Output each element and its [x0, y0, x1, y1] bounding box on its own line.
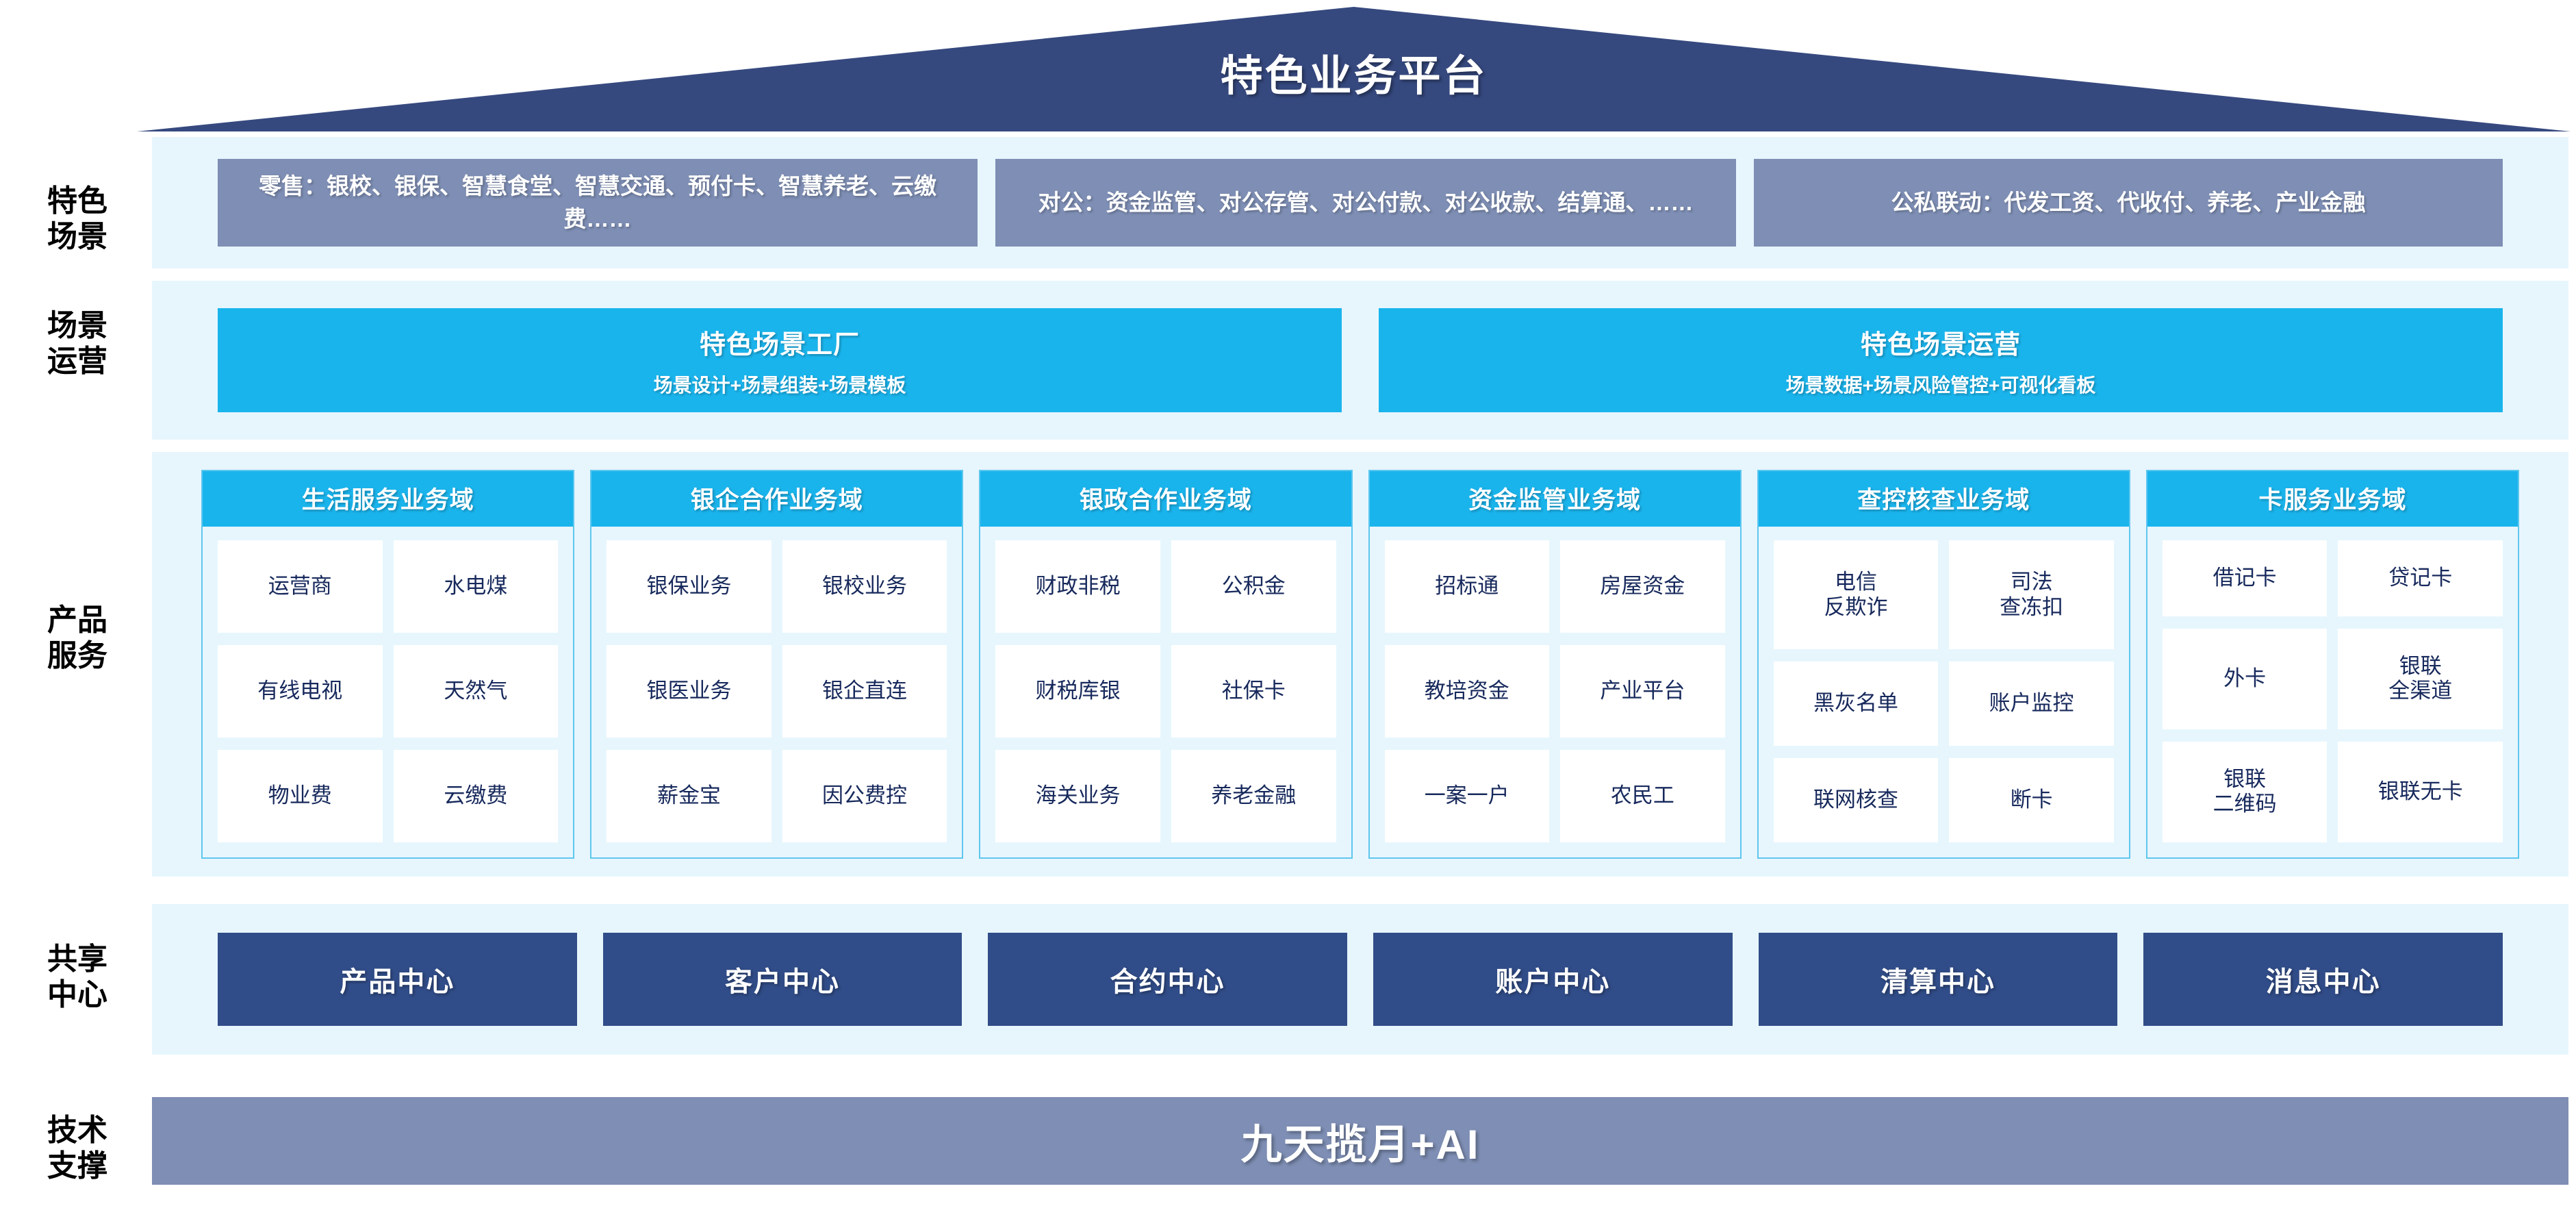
scenario-box-retail[interactable]: 零售：银校、银保、智慧食堂、智慧交通、预付卡、智慧养老、云缴费…… — [218, 159, 978, 247]
tile[interactable]: 云缴费 — [393, 750, 559, 842]
operation-subtitle: 场景数据+场景风险管控+可视化看板 — [1785, 374, 2096, 396]
shared-center-contract[interactable]: 合约中心 — [988, 933, 1348, 1026]
tile[interactable]: 一案一户 — [1384, 750, 1550, 842]
domain-tile-grid: 招标通 房屋资金 教培资金 产业平台 一案一户 农民工 — [1370, 527, 1740, 857]
tile[interactable]: 财政非税 — [995, 540, 1160, 633]
domain-title: 银政合作业务域 — [980, 471, 1351, 527]
domain-title: 银企合作业务域 — [591, 471, 962, 527]
tile[interactable]: 账户监控 — [1949, 662, 2114, 746]
row-label-scenario: 特色 场景 — [47, 184, 107, 253]
shared-band: 产品中心 客户中心 合约中心 账户中心 清算中心 消息中心 — [152, 904, 2568, 1055]
operation-box-scene-operation[interactable]: 特色场景运营 场景数据+场景风险管控+可视化看板 — [1379, 308, 2503, 412]
row-label-tech: 技术 支撑 — [47, 1114, 107, 1183]
tile[interactable]: 银联 全渠道 — [2338, 628, 2503, 729]
operation-box-scene-factory[interactable]: 特色场景工厂 场景设计+场景组装+场景模板 — [218, 308, 1342, 412]
tile[interactable]: 电信 反欺诈 — [1773, 540, 1939, 650]
tile[interactable]: 银联 二维码 — [2162, 741, 2328, 842]
tile[interactable]: 断卡 — [1949, 758, 2114, 842]
domain-title: 卡服务业务域 — [2147, 471, 2518, 527]
domain-tile-grid: 运营商 水电煤 有线电视 天然气 物业费 云缴费 — [203, 527, 573, 857]
scenario-box-joint[interactable]: 公私联动：代发工资、代收付、养老、产业金融 — [1754, 159, 2503, 247]
row-label-operation: 场景 运营 — [47, 309, 107, 378]
tile[interactable]: 银企直连 — [782, 645, 947, 738]
scenario-box-corporate[interactable]: 对公：资金监管、对公存管、对公付款、对公收款、结算通、…… — [995, 159, 1736, 247]
shared-center-customer[interactable]: 客户中心 — [602, 933, 962, 1026]
page-title: 特色业务平台 — [1220, 53, 1488, 100]
tile[interactable]: 贷记卡 — [2338, 540, 2503, 616]
tile[interactable]: 银联无卡 — [2338, 741, 2503, 842]
scenario-band: 零售：银校、银保、智慧食堂、智慧交通、预付卡、智慧养老、云缴费…… 对公：资金监… — [152, 137, 2568, 268]
tile[interactable]: 联网核查 — [1773, 758, 1939, 842]
domain-card-bank-enterprise[interactable]: 银企合作业务域 银保业务 银校业务 银医业务 银企直连 薪金宝 因公费控 — [590, 470, 964, 859]
tile[interactable]: 银保业务 — [607, 540, 771, 633]
domain-tile-grid: 银保业务 银校业务 银医业务 银企直连 薪金宝 因公费控 — [591, 527, 962, 857]
tile[interactable]: 社保卡 — [1171, 645, 1336, 738]
tile[interactable]: 养老金融 — [1171, 750, 1336, 842]
domain-title: 资金监管业务域 — [1369, 471, 1740, 527]
operation-subtitle: 场景设计+场景组装+场景模板 — [653, 374, 906, 396]
domain-card-investigation-control[interactable]: 查控核查业务域 电信 反欺诈 司法 查冻扣 黑灰名单 账户监控 联网核查 断卡 — [1757, 470, 2130, 859]
tile[interactable]: 水电煤 — [393, 540, 559, 633]
product-band: 生活服务业务域 运营商 水电煤 有线电视 天然气 物业费 云缴费 银企合作业务域… — [152, 452, 2568, 877]
shared-center-message[interactable]: 消息中心 — [2143, 933, 2503, 1026]
domain-card-life-service[interactable]: 生活服务业务域 运营商 水电煤 有线电视 天然气 物业费 云缴费 — [201, 470, 575, 859]
operation-band: 特色场景工厂 场景设计+场景组装+场景模板 特色场景运营 场景数据+场景风险管控… — [152, 281, 2568, 440]
shared-center-product[interactable]: 产品中心 — [218, 933, 577, 1026]
domain-title: 查控核查业务域 — [1758, 471, 2129, 527]
platform-roof: 特色业务平台 — [137, 7, 2571, 131]
domain-card-bank-government[interactable]: 银政合作业务域 财政非税 公积金 财税库银 社保卡 海关业务 养老金融 — [979, 470, 1353, 859]
tile[interactable]: 借记卡 — [2162, 540, 2328, 616]
tile[interactable]: 外卡 — [2162, 628, 2328, 729]
tile[interactable]: 黑灰名单 — [1773, 662, 1939, 746]
domain-tile-grid: 财政非税 公积金 财税库银 社保卡 海关业务 养老金融 — [980, 527, 1351, 857]
operation-title: 特色场景工厂 — [699, 330, 860, 360]
row-label-product: 产品 服务 — [47, 603, 107, 672]
operation-title: 特色场景运营 — [1860, 330, 2021, 360]
tile[interactable]: 有线电视 — [218, 645, 383, 738]
tile[interactable]: 房屋资金 — [1560, 540, 1725, 633]
tile[interactable]: 公积金 — [1171, 540, 1336, 633]
tile[interactable]: 产业平台 — [1560, 645, 1725, 738]
domain-card-card-service[interactable]: 卡服务业务域 借记卡 贷记卡 外卡 银联 全渠道 银联 二维码 银联无卡 — [2145, 470, 2520, 859]
tile[interactable]: 物业费 — [218, 750, 383, 842]
shared-center-account[interactable]: 账户中心 — [1373, 933, 1733, 1026]
tile[interactable]: 薪金宝 — [607, 750, 771, 842]
row-label-shared: 共享 中心 — [47, 942, 107, 1011]
tile[interactable]: 教培资金 — [1384, 645, 1550, 738]
domain-tile-grid: 借记卡 贷记卡 外卡 银联 全渠道 银联 二维码 银联无卡 — [2147, 527, 2518, 857]
domain-card-fund-supervision[interactable]: 资金监管业务域 招标通 房屋资金 教培资金 产业平台 一案一户 农民工 — [1368, 470, 1742, 859]
tile[interactable]: 运营商 — [218, 540, 383, 633]
shared-center-settlement[interactable]: 清算中心 — [1758, 933, 2118, 1026]
tile[interactable]: 农民工 — [1560, 750, 1725, 842]
tile[interactable]: 财税库银 — [995, 645, 1160, 738]
domain-title: 生活服务业务域 — [203, 471, 574, 527]
domain-tile-grid: 电信 反欺诈 司法 查冻扣 黑灰名单 账户监控 联网核查 断卡 — [1759, 527, 2129, 857]
tech-support-bar[interactable]: 九天揽月+AI — [152, 1097, 2568, 1185]
tile[interactable]: 银医业务 — [607, 645, 771, 738]
tile[interactable]: 司法 查冻扣 — [1949, 540, 2114, 650]
tile[interactable]: 因公费控 — [782, 750, 947, 842]
tile[interactable]: 招标通 — [1384, 540, 1550, 633]
tile[interactable]: 天然气 — [393, 645, 559, 738]
tile[interactable]: 海关业务 — [995, 750, 1160, 842]
tile[interactable]: 银校业务 — [782, 540, 947, 633]
